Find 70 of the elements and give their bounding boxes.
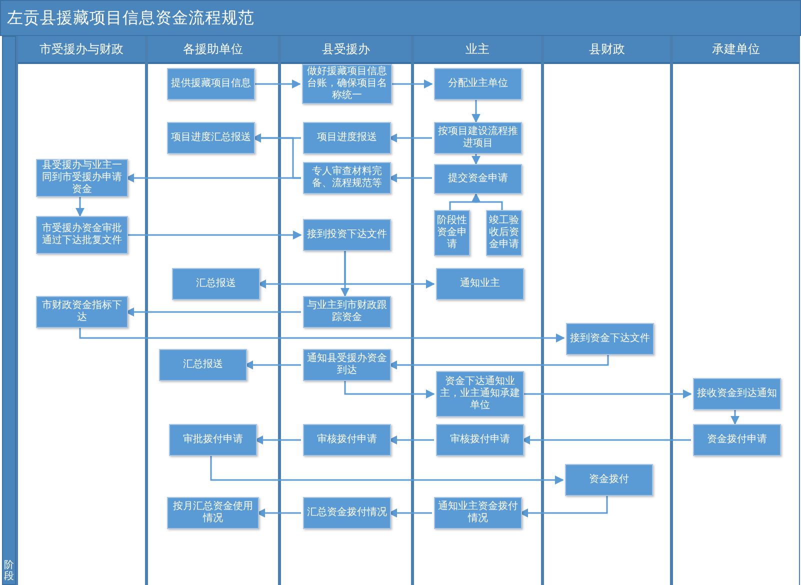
process-box: 资金拨付 [565,464,653,496]
process-box: 按月汇总资金使用情况 [167,497,259,529]
process-box: 与业主到市财政跟踪资金 [303,296,391,328]
process-box: 项目进度报送 [303,122,391,154]
process-box: 专人审查材料完备、流程规范等 [303,162,391,194]
process-box: 提交资金申请 [434,164,522,194]
process-box: 审核拨付申请 [303,424,391,456]
process-box: 审核拨付申请 [436,424,524,456]
process-box: 汇总资金拨付情况 [303,497,391,529]
arrow [519,496,608,518]
process-box: 汇总报送 [172,268,260,300]
arrow [125,174,301,182]
arrow [472,154,480,165]
process-box: 通知业主 [436,268,524,300]
arrow [244,360,301,370]
arrow [388,508,432,518]
arrow [388,174,432,182]
arrow [522,390,692,398]
process-box: 分配业主单位 [434,68,522,100]
arrow [472,193,503,210]
process-box: 阶段性资金申请 [434,210,470,256]
process-box: 竣工验收后资金申请 [486,210,522,256]
phase-label: 阶段 [4,560,14,582]
arrow [254,436,301,444]
arrow [76,197,84,217]
process-box: 汇总报送 [159,349,247,381]
arrow [388,436,434,444]
arrow [390,80,433,88]
arrow [125,308,301,316]
phase-band [2,36,16,585]
swimlane [671,36,800,585]
arrow [253,80,301,88]
process-box: 做好援藏项目信息台账，确保项目名称统一 [302,64,392,104]
arrow [210,456,564,484]
swimlane [16,36,146,585]
process-box: 通知业主资金拨付情况 [434,497,522,529]
process-box: 按项目建设流程推进项目 [434,122,522,154]
process-box: 资金拨付申请 [693,424,781,456]
arrow [344,251,435,288]
process-box: 通知县受援办资金到达 [303,349,391,381]
arrow [79,328,565,342]
process-box: 审批拨付申请 [169,424,257,456]
process-box: 市财政资金指标下达 [36,296,128,328]
swimlane [542,36,671,585]
lane-header: 业主 [414,36,541,64]
process-box: 县受援办与业主一同到市受援办申请资金 [36,159,128,197]
arrow [472,100,480,123]
arrow [730,410,740,425]
process-box: 提供援藏项目信息 [167,68,255,100]
lane-header: 县财政 [544,36,670,64]
process-box: 项目进度汇总报送 [167,122,255,154]
swimlane [279,36,412,585]
swimlane [146,36,279,585]
process-box: 市受援办资金审批通过下达批复文件 [36,216,128,254]
lane-header: 各援助单位 [148,36,278,64]
arrow [344,381,435,398]
process-box: 接到投资下达文件 [303,219,391,251]
swimlane [412,36,542,585]
arrow [256,508,301,518]
arrow [388,355,609,370]
arrow [521,436,691,444]
lane-header: 县受援办 [281,36,411,64]
lane-header: 承建单位 [673,36,799,64]
arrow [126,230,302,240]
lane-header: 市受援办与财政 [18,36,145,64]
process-box: 资金下达通知业主，业主通知承建单位 [436,371,524,417]
process-box: 接到资金下达文件 [566,323,654,355]
arrow [388,134,432,142]
diagram-title: 左贡县援藏项目信息资金流程规范 [0,0,801,36]
process-box: 接收资金到达通知 [693,378,781,410]
